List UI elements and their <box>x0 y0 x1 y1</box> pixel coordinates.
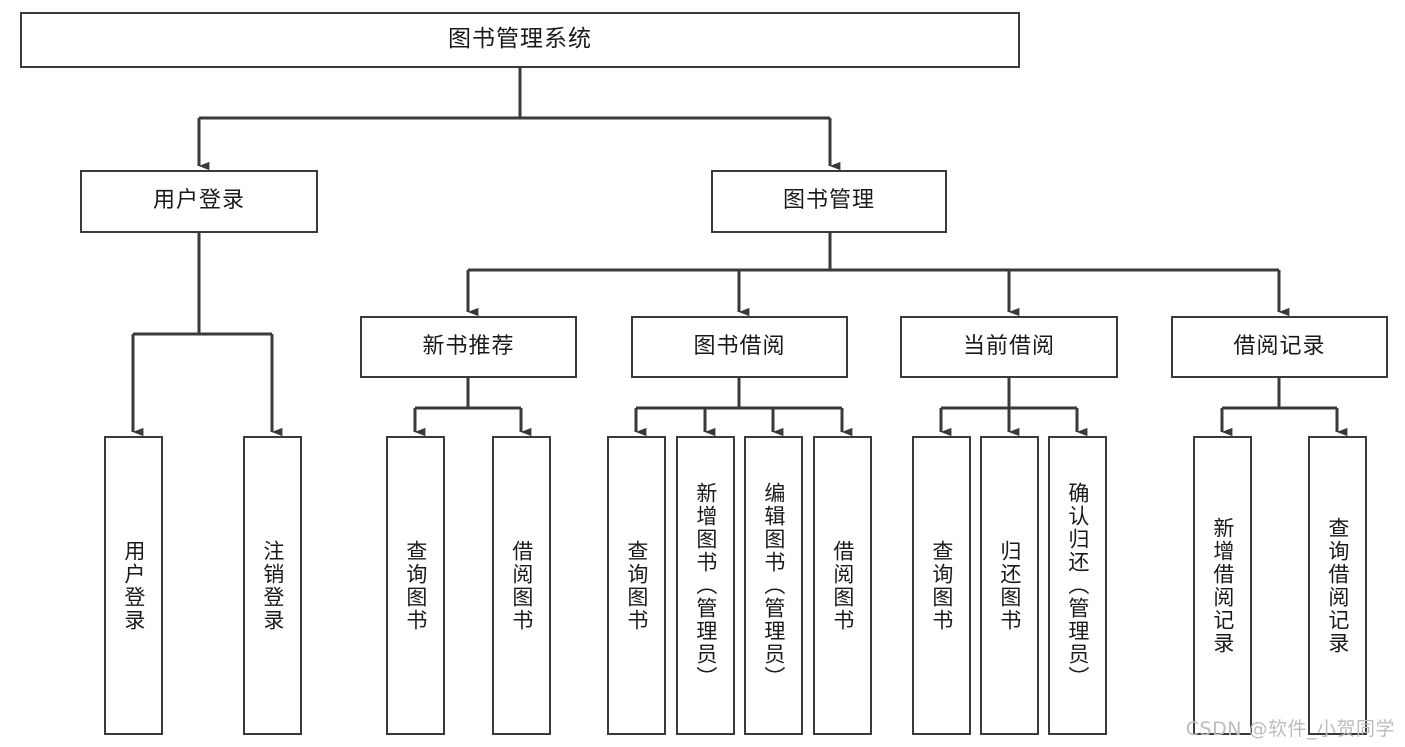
leaf-record-query-record[interactable]: 查询借阅记录 <box>1308 436 1367 735</box>
node-book-borrow[interactable]: 图书借阅 <box>631 316 848 378</box>
node-new-book-recommend[interactable]: 新书推荐 <box>360 316 577 378</box>
leaf-current-return-book[interactable]: 归还图书 <box>980 436 1039 735</box>
csdn-watermark: CSDN @软件_小贺同学 <box>1185 718 1395 740</box>
leaf-borrow-borrow-book[interactable]: 借阅图书 <box>813 436 872 735</box>
leaf-record-add-record[interactable]: 新增借阅记录 <box>1193 436 1252 735</box>
node-borrow-record[interactable]: 借阅记录 <box>1171 316 1388 378</box>
leaf-borrow-query-book[interactable]: 查询图书 <box>607 436 666 735</box>
leaf-user-login-login[interactable]: 用户登录 <box>104 436 163 735</box>
leaf-current-query-book[interactable]: 查询图书 <box>912 436 971 735</box>
leaf-recommend-query-book[interactable]: 查询图书 <box>386 436 445 735</box>
node-book-management[interactable]: 图书管理 <box>711 170 947 233</box>
leaf-borrow-add-book-admin[interactable]: 新增图书（管理员） <box>676 436 735 735</box>
node-root-system[interactable]: 图书管理系统 <box>20 12 1020 68</box>
node-user-login[interactable]: 用户登录 <box>80 170 318 233</box>
leaf-user-login-logout[interactable]: 注销登录 <box>243 436 302 735</box>
leaf-current-confirm-return-admin[interactable]: 确认归还（管理员） <box>1048 436 1107 735</box>
leaf-borrow-edit-book-admin[interactable]: 编辑图书（管理员） <box>744 436 803 735</box>
leaf-recommend-borrow-book[interactable]: 借阅图书 <box>492 436 551 735</box>
node-current-borrow[interactable]: 当前借阅 <box>900 316 1118 378</box>
